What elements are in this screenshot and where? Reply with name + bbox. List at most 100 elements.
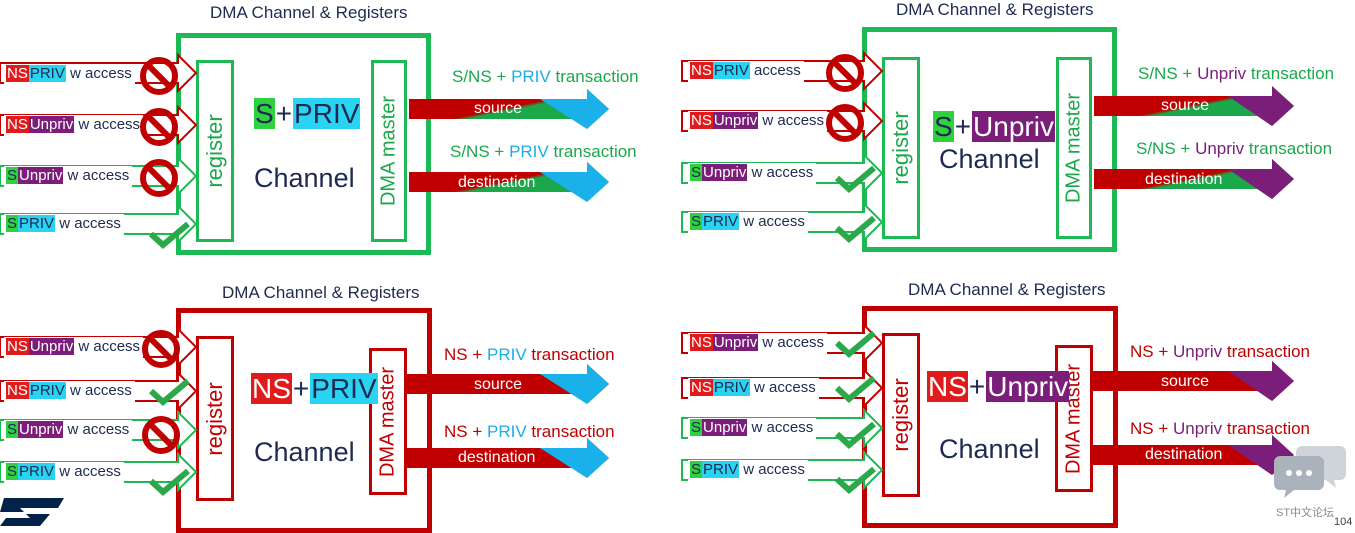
source-label: source <box>1161 97 1210 114</box>
access-text: w access <box>63 421 130 438</box>
channel-plus: + <box>954 111 972 142</box>
tx-suffix: transaction <box>550 67 639 86</box>
channel-security-tag: NS <box>927 371 968 402</box>
page-number: 104 <box>1334 516 1353 528</box>
access-text: w access <box>65 65 132 82</box>
tx-privilege: Unpriv <box>1173 419 1223 438</box>
tx-plus: + <box>467 422 487 441</box>
access-text: w access <box>739 213 805 230</box>
tx-privilege: PRIV <box>487 422 527 441</box>
security-tag: S <box>6 421 19 438</box>
access-text: w access <box>747 164 814 181</box>
channel-type: S+PRIV <box>254 98 361 130</box>
panel-title: DMA Channel & Registers <box>222 283 420 302</box>
destination-label: destination <box>1145 171 1223 188</box>
channel-plus: + <box>968 371 986 402</box>
tx-plus: + <box>1177 64 1198 83</box>
checkmark-icon <box>834 421 876 449</box>
access-text: access <box>749 62 801 79</box>
checkmark-icon <box>834 375 876 403</box>
tx-plus: + <box>467 345 487 364</box>
security-tag: NS <box>690 62 713 79</box>
transaction-label-destination: S/NS + Unpriv transaction <box>1136 139 1332 159</box>
dma-master-block: DMA master <box>369 348 407 495</box>
tx-plus: + <box>489 142 510 161</box>
destination-label: destination <box>458 449 536 466</box>
tx-suffix: transaction <box>1246 64 1335 83</box>
privilege-tag: Unpriv <box>18 421 64 438</box>
access-text: w access <box>739 461 805 478</box>
tx-privilege: PRIV <box>509 142 549 161</box>
tx-privilege: Unpriv <box>1195 139 1245 158</box>
prohibited-icon <box>826 104 864 142</box>
panel-ns-unpriv: DMA Channel & Registers register DMA mas… <box>680 263 1355 528</box>
st-logo <box>0 498 64 526</box>
access-text: w access <box>55 215 121 232</box>
register-block: register <box>196 336 234 501</box>
security-tag: NS <box>6 382 29 399</box>
source-label: source <box>1161 373 1210 390</box>
panel-s-priv: DMA Channel & Registers register DMA mas… <box>0 0 680 263</box>
channel-security-tag: S <box>933 111 954 142</box>
transaction-label-destination: NS + PRIV transaction <box>444 422 615 442</box>
security-tag: NS <box>690 379 713 396</box>
destination-arrow <box>1094 159 1294 199</box>
transaction-label-source: NS + Unpriv transaction <box>1130 342 1310 362</box>
prohibited-icon <box>140 57 178 95</box>
access-text: w access <box>65 382 132 399</box>
security-tag: S <box>690 461 703 478</box>
access-text: w access <box>758 112 825 129</box>
channel-plus: + <box>275 98 293 129</box>
destination-label: destination <box>1145 446 1223 463</box>
register-block: register <box>882 333 920 497</box>
tx-plus: + <box>1175 139 1196 158</box>
destination-arrow <box>409 162 609 202</box>
checkmark-icon <box>834 330 876 358</box>
channel-privilege-tag: PRIV <box>310 373 378 404</box>
privilege-tag: Unpriv <box>702 419 748 436</box>
channel-label: Channel <box>939 144 1040 174</box>
source-arrow <box>1093 361 1294 401</box>
security-tag: S <box>690 213 703 230</box>
checkmark-icon <box>148 221 190 249</box>
chat-bubbles-icon <box>1274 446 1346 498</box>
panel-s-unpriv: DMA Channel & Registers register DMA mas… <box>680 0 1355 263</box>
privilege-tag: Unpriv <box>712 112 759 129</box>
tx-suffix: transaction <box>526 422 615 441</box>
channel-privilege-tag: PRIV <box>293 98 361 129</box>
transaction-label-source: NS + PRIV transaction <box>444 345 615 365</box>
tx-security: NS <box>1130 419 1154 438</box>
tx-security: NS <box>444 345 468 364</box>
tx-security: S/NS <box>1138 64 1178 83</box>
source-label: source <box>474 376 523 393</box>
dma-master-block: DMA master <box>371 60 407 242</box>
tx-suffix: transaction <box>548 142 637 161</box>
transaction-label-destination: S/NS + PRIV transaction <box>450 142 637 162</box>
tx-privilege: Unpriv <box>1197 64 1247 83</box>
tx-suffix: transaction <box>1244 139 1333 158</box>
prohibited-icon <box>142 330 180 368</box>
watermark-text: ST中文论坛 <box>1276 507 1335 519</box>
checkmark-icon <box>148 378 190 406</box>
checkmark-icon <box>834 165 876 193</box>
tx-suffix: transaction <box>1222 419 1311 438</box>
security-tag: NS <box>6 338 29 355</box>
tx-suffix: transaction <box>526 345 615 364</box>
checkmark-icon <box>148 468 190 496</box>
privilege-tag: Unpriv <box>702 164 748 181</box>
dma-master-block: DMA master <box>1056 57 1092 239</box>
source-arrow <box>407 364 609 404</box>
privilege-tag: Unpriv <box>28 338 75 355</box>
security-tag: S <box>6 167 19 184</box>
checkmark-icon <box>834 466 876 494</box>
access-text: w access <box>63 167 130 184</box>
access-text: w access <box>758 334 825 351</box>
